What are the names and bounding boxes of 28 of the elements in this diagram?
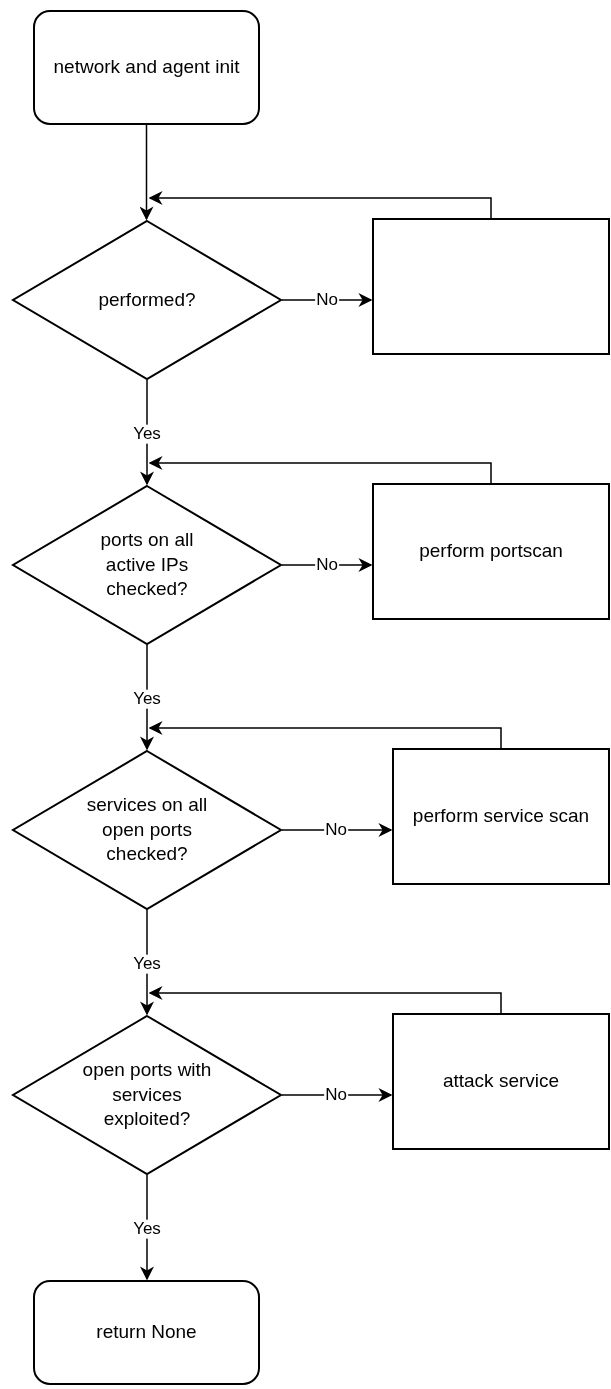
arrow <box>148 986 502 1014</box>
decision-diamond <box>12 750 282 910</box>
edge-label: Yes <box>132 954 162 974</box>
arrow <box>148 191 492 219</box>
node-text: ports on all active IPs checked? <box>99 527 195 602</box>
node-text: return None <box>96 1320 197 1345</box>
arrow <box>148 456 492 484</box>
edge-label: Yes <box>132 1219 162 1239</box>
process-box <box>392 1013 610 1150</box>
decision-diamond <box>12 1015 282 1175</box>
decision-diamond <box>12 485 282 645</box>
arrow <box>139 124 154 221</box>
edge-label: Yes <box>132 424 162 444</box>
node-text: perform service scan <box>412 804 590 829</box>
edge-label: Yes <box>132 689 162 709</box>
process-box <box>372 483 610 620</box>
process-box <box>392 748 610 885</box>
node-text: network and agent init <box>53 55 240 80</box>
decision-diamond <box>12 220 282 380</box>
node-text: services on all open ports checked? <box>85 792 209 867</box>
process-box <box>372 218 610 355</box>
terminal-box <box>33 10 260 125</box>
arrow <box>148 721 502 749</box>
node-text: performed? <box>98 287 196 312</box>
node-text: open ports with services exploited? <box>81 1057 213 1132</box>
terminal-box <box>33 1280 260 1385</box>
node-text: attack service <box>442 1069 560 1094</box>
node-text: perform portscan <box>419 539 563 564</box>
